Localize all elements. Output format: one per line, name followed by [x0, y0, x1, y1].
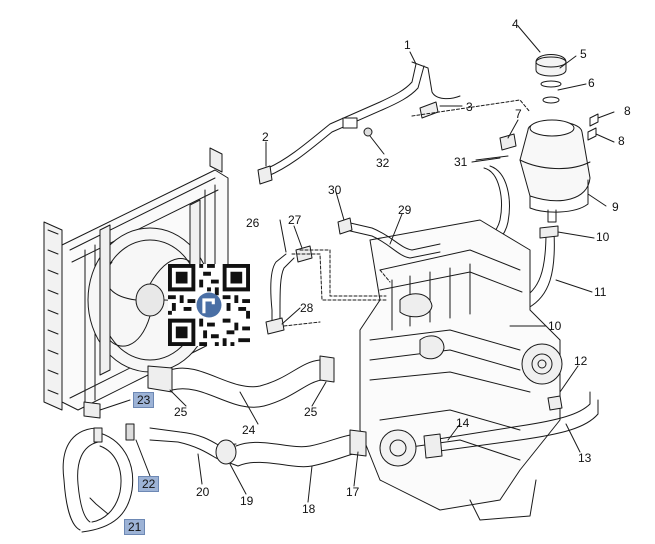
callout-17: 17	[346, 485, 360, 499]
callout-10-bottom: 10	[548, 319, 562, 333]
bracket-7	[499, 133, 517, 151]
bolt-8-top	[589, 113, 599, 127]
clamp-23	[83, 401, 101, 419]
qr-code-icon	[168, 264, 250, 346]
callout-27: 27	[288, 213, 302, 227]
callout-1: 1	[404, 38, 411, 52]
dashed-leaders	[299, 99, 531, 297]
callout-30: 30	[328, 183, 342, 197]
callout-18: 18	[302, 502, 316, 516]
callout-11: 11	[594, 285, 607, 299]
callout-29: 29	[398, 203, 412, 217]
callout-5: 5	[580, 47, 587, 61]
callout-22: 22	[138, 476, 160, 492]
clamp-30	[337, 217, 353, 235]
callout-14: 14	[456, 416, 470, 430]
callout-32: 32	[376, 156, 390, 170]
hose-18	[235, 429, 367, 468]
hose-13	[423, 391, 599, 459]
reservoir-cap	[535, 54, 567, 104]
callout-3: 3	[466, 100, 473, 114]
callout-8-top: 8	[624, 104, 631, 118]
coolant-reservoir	[519, 119, 591, 223]
radiator-assembly	[43, 147, 229, 411]
callout-31: 31	[454, 155, 468, 169]
callout-25-right: 25	[304, 405, 318, 419]
engine-block	[359, 219, 563, 521]
hose-1	[267, 61, 461, 177]
callout-28: 28	[300, 301, 314, 315]
hose-29	[345, 229, 441, 259]
callout-19: 19	[240, 494, 254, 508]
callout-6: 6	[588, 76, 595, 90]
callout-2: 2	[262, 130, 269, 144]
bolt-8-bottom	[587, 127, 597, 141]
hose-21	[62, 427, 134, 533]
clamp-2	[257, 165, 273, 185]
pipe-20	[149, 427, 239, 467]
hose-26	[265, 245, 313, 335]
clamp-22	[125, 423, 135, 441]
callout-25-left: 25	[174, 405, 188, 419]
leader-lines	[89, 25, 615, 515]
leader-28	[283, 253, 387, 327]
callout-9: 9	[612, 200, 619, 214]
bolt-32	[363, 127, 373, 137]
callout-13: 13	[578, 451, 592, 465]
callout-20: 20	[196, 485, 210, 499]
callout-23: 23	[133, 392, 155, 408]
callout-4: 4	[512, 17, 519, 31]
callout-24: 24	[242, 423, 256, 437]
callout-26: 26	[246, 216, 260, 230]
callout-8-bottom: 8	[618, 134, 625, 148]
callout-21: 21	[124, 519, 146, 535]
callout-7: 7	[515, 107, 522, 121]
hose-24	[147, 355, 335, 408]
callout-10-top: 10	[596, 230, 610, 244]
callout-12: 12	[574, 354, 588, 368]
